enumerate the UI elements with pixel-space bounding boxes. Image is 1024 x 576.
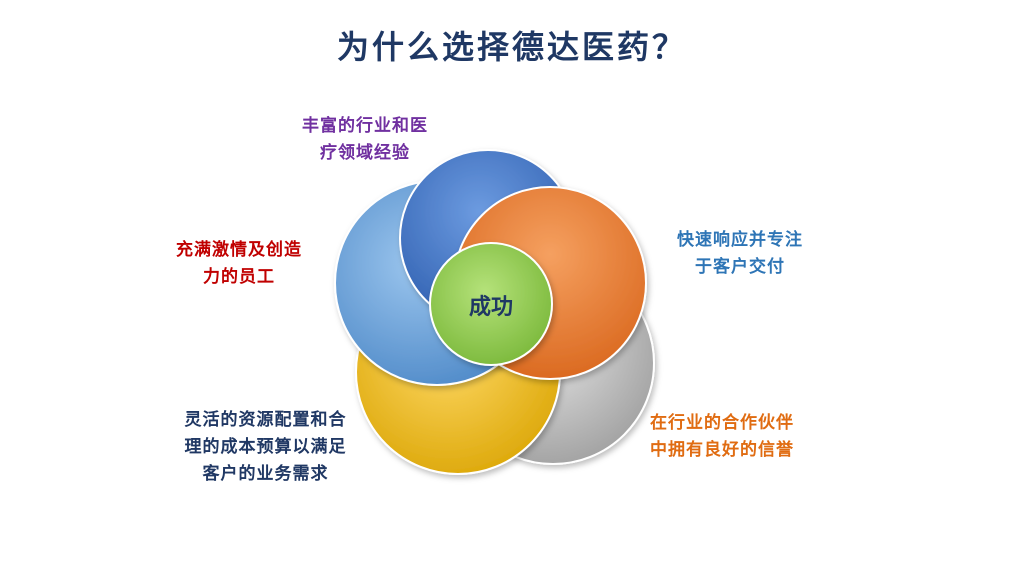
label-reputation-line-2: 中拥有良好的信誉 — [650, 440, 794, 460]
center-circle — [429, 242, 553, 366]
label-experience-line-2: 疗领域经验 — [320, 143, 410, 163]
label-staff-line-2: 力的员工 — [203, 267, 275, 287]
label-flexibility: 灵活的资源配置和合 理的成本预算以满足 客户的业务需求 — [158, 407, 373, 488]
label-reputation-line-1: 在行业的合作伙伴 — [650, 413, 794, 433]
label-flexibility-line-3: 客户的业务需求 — [202, 464, 329, 484]
label-experience: 丰富的行业和医 疗领域经验 — [270, 113, 460, 167]
label-staff-line-1: 充满激情及创造 — [176, 240, 302, 260]
label-response: 快速响应并专注 于客户交付 — [645, 227, 835, 281]
label-staff: 充满激情及创造 力的员工 — [144, 237, 334, 291]
label-response-line-1: 快速响应并专注 — [677, 230, 803, 250]
center-label: 成功 — [469, 294, 513, 320]
label-reputation: 在行业的合作伙伴 中拥有良好的信誉 — [622, 410, 822, 464]
label-flexibility-line-1: 灵活的资源配置和合 — [184, 410, 347, 430]
label-experience-line-1: 丰富的行业和医 — [302, 116, 428, 136]
label-response-line-2: 于客户交付 — [695, 257, 785, 277]
label-flexibility-line-2: 理的成本预算以满足 — [184, 437, 347, 457]
page-title: 为什么选择德达医药？ — [336, 28, 687, 66]
